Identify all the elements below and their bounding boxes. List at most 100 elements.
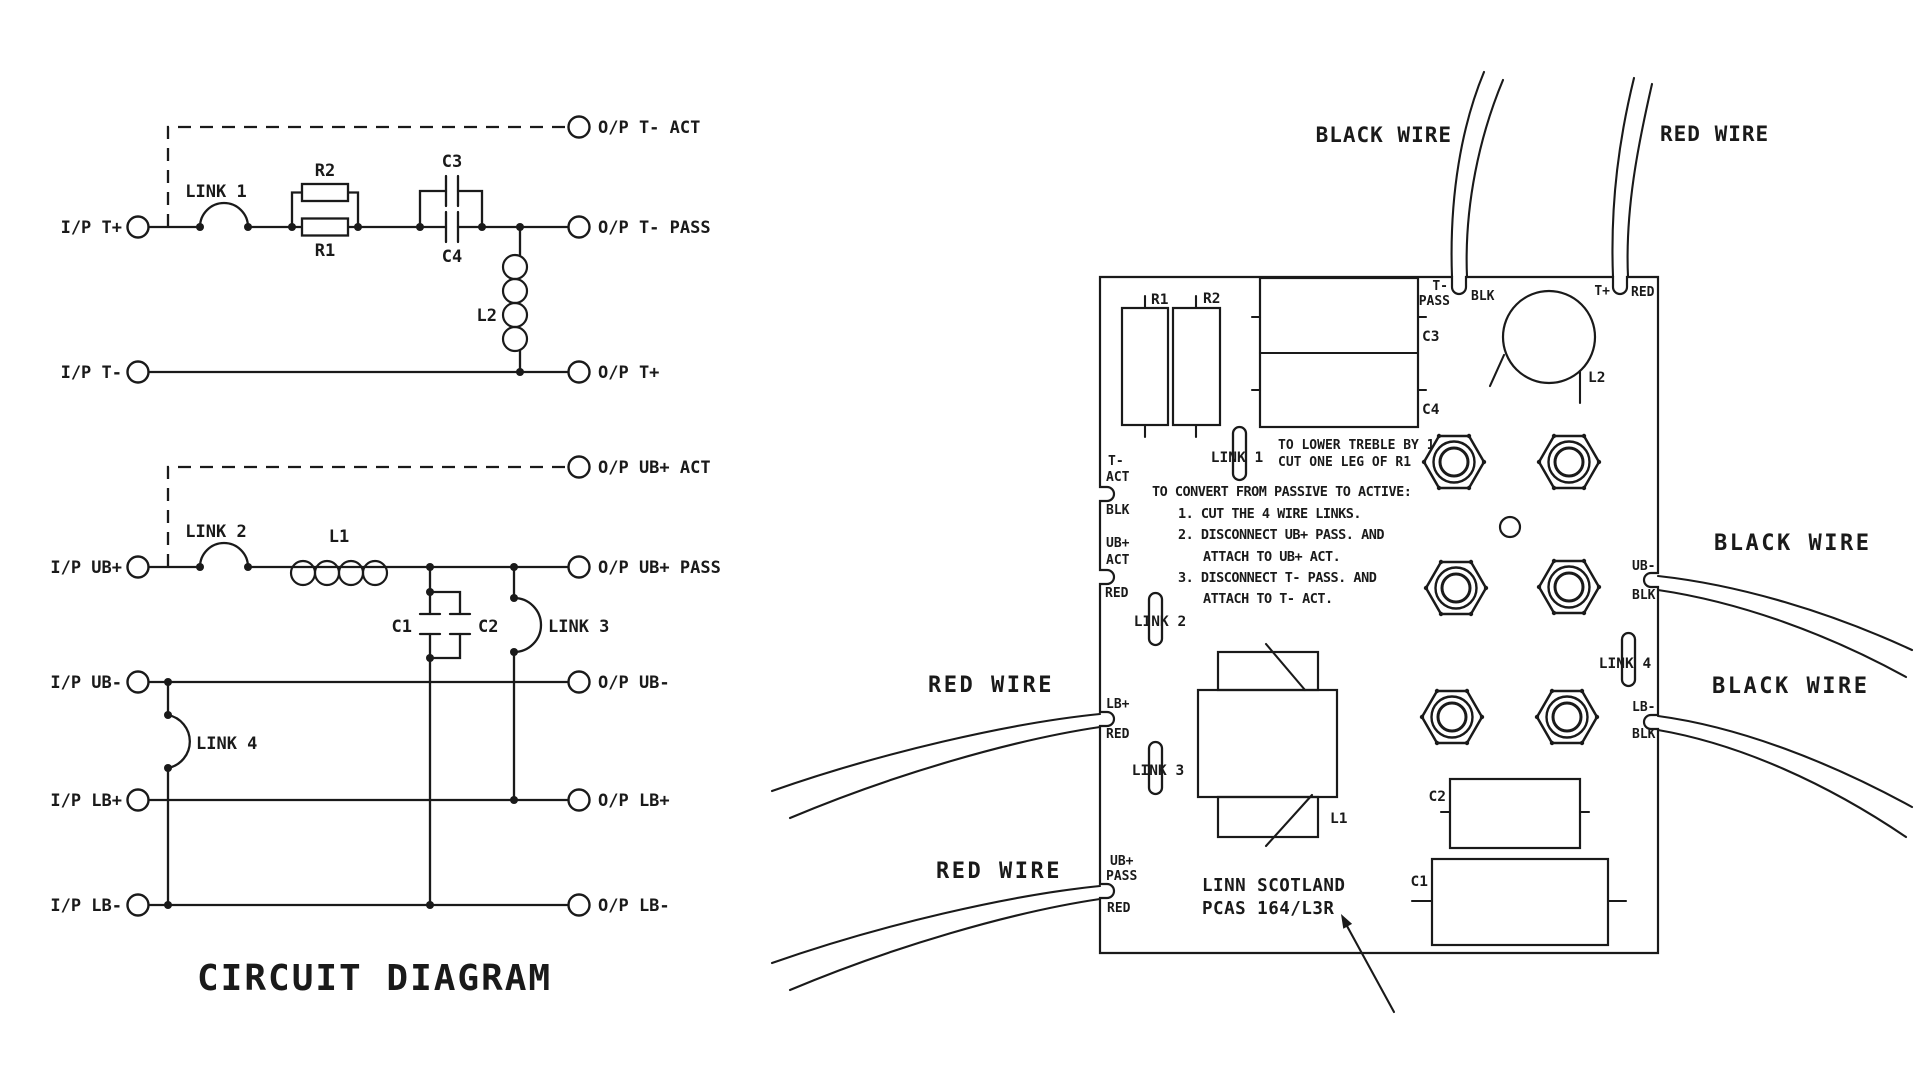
pad-ub-act-wire-label: RED bbox=[1105, 586, 1129, 601]
black-wire-right-2-label: BLACK WIRE bbox=[1712, 674, 1869, 699]
pad-lb-plus-label: LB+ bbox=[1106, 697, 1130, 712]
pad-ub-pass-label-1: UB+ bbox=[1110, 854, 1134, 869]
terminal-op-lb-plus bbox=[567, 788, 591, 812]
c3-loop-wire bbox=[418, 189, 484, 229]
terminal-op-ub-pass bbox=[567, 555, 591, 579]
pad-ub-minus-label: UB- bbox=[1632, 559, 1655, 574]
black-wire-top bbox=[1450, 70, 1505, 279]
black-wire-right-1-label: BLACK WIRE bbox=[1714, 531, 1871, 556]
terminal-op-ub-minus bbox=[567, 670, 591, 694]
pcb-link1-label: LINK 1 bbox=[1211, 450, 1264, 466]
pcb-l2-toroid bbox=[1501, 289, 1597, 385]
pcb-link3-label: LINK 3 bbox=[1132, 763, 1184, 779]
terminal-ip-t-plus bbox=[126, 215, 150, 239]
pcb-link1-jumper bbox=[1231, 425, 1248, 482]
terminal-ip-lb-minus bbox=[126, 893, 150, 917]
label-op-lb-minus: O/P LB- bbox=[598, 896, 670, 916]
pcb-c1 bbox=[1430, 857, 1610, 947]
pcb-board-outline bbox=[1098, 275, 1660, 955]
label-c4: C4 bbox=[442, 247, 462, 267]
pad-t-pass-wire-label: BLK bbox=[1471, 289, 1495, 304]
label-l2: L2 bbox=[477, 306, 497, 326]
terminal-ip-t-minus bbox=[126, 360, 150, 384]
junction-dots bbox=[164, 223, 524, 909]
maker-line2: PCAS 164/L3R bbox=[1202, 899, 1334, 919]
label-ip-ub-plus: I/P UB+ bbox=[50, 558, 122, 578]
hex-nut bbox=[1418, 687, 1486, 747]
pcb-l1-inductor bbox=[1196, 642, 1339, 848]
red-wire-left-2-label: RED WIRE bbox=[936, 859, 1062, 884]
terminal-op-ub-act bbox=[567, 455, 591, 479]
pcb-r1 bbox=[1120, 306, 1170, 427]
pcb-link2-label: LINK 2 bbox=[1134, 614, 1186, 630]
label-ip-ub-minus: I/P UB- bbox=[50, 673, 122, 693]
red-wire-top-label: RED WIRE bbox=[1660, 122, 1769, 146]
treble-note-line1: TO LOWER TREBLE BY 1dB bbox=[1278, 438, 1450, 453]
terminal-op-t-plus bbox=[567, 360, 591, 384]
pcb-r2 bbox=[1171, 306, 1222, 427]
instructions-line6: ATTACH TO T- ACT. bbox=[1203, 591, 1333, 607]
pcb-layout: BLACK WIRE RED WIRE RED WIRE RED WIRE BL… bbox=[770, 70, 1914, 1014]
pcb-r2-label: R2 bbox=[1203, 291, 1220, 307]
hex-nut bbox=[1535, 432, 1603, 492]
label-ip-lb-minus: I/P LB- bbox=[50, 896, 122, 916]
link3-wire bbox=[512, 565, 543, 802]
label-ip-t-plus: I/P T+ bbox=[61, 218, 122, 238]
hex-nut bbox=[1422, 558, 1490, 618]
dashed-wire-t-act bbox=[166, 125, 568, 227]
maker-line1: LINN SCOTLAND bbox=[1202, 876, 1345, 896]
pad-ub-minus-wire-label: BLK bbox=[1632, 588, 1656, 603]
label-op-t-pass: O/P T- PASS bbox=[598, 218, 711, 238]
c1-plates bbox=[418, 612, 442, 636]
l2-inductor bbox=[501, 253, 529, 353]
pad-ub-act-label-1: UB+ bbox=[1106, 536, 1130, 551]
dashed-wire-ub-act bbox=[166, 465, 568, 567]
r1-resistor bbox=[300, 217, 350, 237]
link2-wire bbox=[198, 541, 250, 569]
label-op-t-act: O/P T- ACT bbox=[598, 118, 700, 138]
c3-plates bbox=[444, 174, 460, 208]
red-wire-top bbox=[1611, 76, 1654, 279]
pcb-link2-jumper bbox=[1147, 591, 1164, 647]
pcb-l2-leads bbox=[1488, 353, 1582, 405]
pad-lb-plus-wire-label: RED bbox=[1106, 727, 1130, 742]
label-link2: LINK 2 bbox=[185, 522, 246, 542]
r2-resistor bbox=[300, 182, 350, 203]
label-op-lb-plus: O/P LB+ bbox=[598, 791, 670, 811]
terminal-op-t-act bbox=[567, 115, 591, 139]
c4-plates bbox=[444, 210, 460, 244]
label-link4: LINK 4 bbox=[196, 734, 257, 754]
pcb-l2-label: L2 bbox=[1588, 370, 1605, 386]
red-wire-left-1-label: RED WIRE bbox=[928, 673, 1054, 698]
black-wire-right-1 bbox=[1656, 574, 1914, 679]
label-link1: LINK 1 bbox=[185, 182, 246, 202]
pcb-r1-label: R1 bbox=[1151, 292, 1169, 308]
label-r2: R2 bbox=[315, 161, 335, 181]
terminal-op-lb-minus bbox=[567, 893, 591, 917]
terminal-ip-ub-plus bbox=[126, 555, 150, 579]
pcb-c2 bbox=[1448, 777, 1582, 850]
label-link3: LINK 3 bbox=[548, 617, 609, 637]
link4-wire bbox=[166, 680, 191, 907]
pcb-c1-label: C1 bbox=[1411, 874, 1429, 890]
pad-ub-pass-label-2: PASS bbox=[1106, 869, 1137, 884]
terminal-op-t-pass bbox=[567, 215, 591, 239]
red-wire-left-2 bbox=[770, 884, 1102, 992]
pcb-c3-label: C3 bbox=[1422, 329, 1439, 345]
pcb-link3-jumper bbox=[1147, 740, 1164, 796]
pcb-c4-label: C4 bbox=[1422, 402, 1440, 418]
hex-nut bbox=[1535, 557, 1603, 617]
c2-loop-wire bbox=[428, 590, 462, 660]
pcb-r-leads bbox=[1143, 294, 1198, 439]
black-wire-top-label: BLACK WIRE bbox=[1316, 123, 1452, 147]
schematic-title: CIRCUIT DIAGRAM bbox=[197, 958, 552, 999]
pad-lb-minus-wire-label: BLK bbox=[1632, 727, 1656, 742]
treble-note-line2: CUT ONE LEG OF R1 bbox=[1278, 455, 1411, 470]
pad-t-act-label-2: ACT bbox=[1106, 470, 1130, 485]
instructions-line4: ATTACH TO UB+ ACT. bbox=[1203, 549, 1340, 565]
instructions-line5: 3. DISCONNECT T- PASS. AND bbox=[1178, 570, 1377, 586]
pad-ub-pass-wire-label: RED bbox=[1107, 901, 1131, 916]
row-wires bbox=[147, 225, 570, 907]
